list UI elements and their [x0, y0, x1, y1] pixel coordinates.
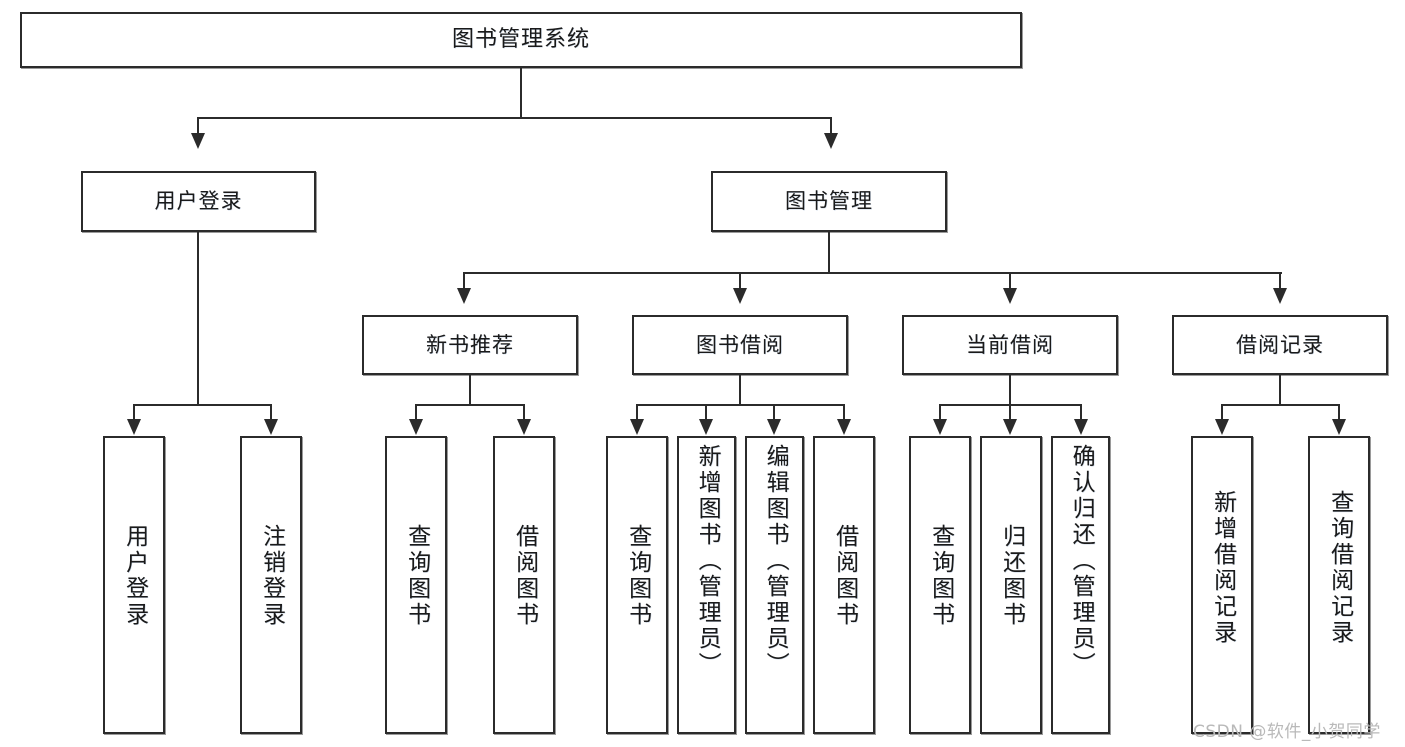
leaf-user-login[interactable]: 用户登录 [103, 436, 165, 734]
node-label: 借阅记录 [1236, 332, 1324, 357]
connector-borrow-record-bus [1222, 404, 1339, 406]
node-label: 查询图书 [403, 524, 430, 628]
node-label: 图书管理系统 [451, 27, 590, 53]
node-label: 新增图书（管理员） [694, 444, 721, 678]
connector-drop-current-borrow [1009, 272, 1011, 290]
node-label: 用户登录 [154, 189, 243, 214]
leaf-borrow-book-new-rec[interactable]: 借阅图书 [493, 436, 555, 734]
node-label: 归还图书 [998, 524, 1025, 628]
connector-drop-query-book-b [636, 404, 638, 420]
node-label: 注销登录 [258, 524, 285, 628]
arrow-to-current-borrow [1003, 288, 1017, 304]
connector-l2-drop-book-mgmt [830, 117, 832, 135]
connector-drop-borrow-record [1279, 272, 1281, 290]
leaf-query-book-borrow[interactable]: 查询图书 [606, 436, 668, 734]
arrow-to-user-login [191, 133, 205, 149]
connector-l2-bus [198, 117, 832, 119]
connector-book-mgmt-stem [828, 232, 830, 273]
node-label: 用户登录 [121, 524, 148, 628]
connector-drop-leaf-logout [270, 404, 272, 420]
node-label: 图书管理 [785, 189, 873, 214]
connector-drop-book-borrow [739, 272, 741, 290]
arrow-to-return-book [1003, 419, 1017, 435]
connector-book-borrow-stem [739, 375, 741, 405]
connector-user-login-bus [134, 404, 271, 406]
node-label: 查询图书 [927, 524, 954, 628]
node-book-borrow[interactable]: 图书借阅 [632, 315, 848, 375]
arrow-to-borrow-book-b [837, 419, 851, 435]
connector-l2-drop-user-login [197, 117, 199, 135]
leaf-add-borrow-record[interactable]: 新增借阅记录 [1191, 436, 1253, 734]
node-current-borrow[interactable]: 当前借阅 [902, 315, 1118, 375]
leaf-borrow-book-borrow[interactable]: 借阅图书 [813, 436, 875, 734]
connector-drop-leaf-user-login [133, 404, 135, 420]
arrow-to-query-record [1332, 419, 1346, 435]
node-label: 当前借阅 [966, 332, 1054, 357]
node-borrow-record[interactable]: 借阅记录 [1172, 315, 1388, 375]
arrow-to-new-book-recommendation [457, 288, 471, 304]
arrow-to-confirm-return-admin [1074, 419, 1088, 435]
node-label: 借阅图书 [511, 524, 538, 628]
arrow-to-borrow-book-a [517, 419, 531, 435]
connector-borrow-record-stem [1279, 375, 1281, 405]
connector-new-book-rec-bus [416, 404, 524, 406]
node-book-management[interactable]: 图书管理 [711, 171, 947, 232]
connector-drop-query-record [1338, 404, 1340, 420]
node-label: 查询图书 [624, 524, 651, 628]
node-user-login[interactable]: 用户登录 [81, 171, 316, 232]
arrow-to-leaf-user-login [127, 419, 141, 435]
arrow-to-book-management [824, 133, 838, 149]
arrow-to-borrow-record [1273, 288, 1287, 304]
leaf-return-book[interactable]: 归还图书 [980, 436, 1042, 734]
arrow-to-book-borrow [733, 288, 747, 304]
connector-current-borrow-stem [1009, 375, 1011, 405]
leaf-add-book-admin[interactable]: 新增图书（管理员） [677, 436, 736, 734]
leaf-confirm-return-admin[interactable]: 确认归还（管理员） [1051, 436, 1110, 734]
arrow-to-query-book-a [409, 419, 423, 435]
connector-drop-borrow-book-a [523, 404, 525, 420]
arrow-to-query-book-b [630, 419, 644, 435]
connector-drop-confirm-return-admin [1080, 404, 1082, 420]
connector-l3-bus [464, 272, 1282, 274]
arrow-to-edit-book-admin [767, 419, 781, 435]
connector-drop-new-book-rec [463, 272, 465, 290]
connector-drop-add-record [1221, 404, 1223, 420]
connector-book-borrow-bus [637, 404, 845, 406]
node-label: 新书推荐 [426, 332, 514, 357]
node-label: 编辑图书（管理员） [762, 444, 789, 678]
connector-drop-add-book-admin [705, 404, 707, 420]
node-label: 图书借阅 [696, 332, 784, 357]
connector-new-book-rec-stem [469, 375, 471, 405]
leaf-edit-book-admin[interactable]: 编辑图书（管理员） [745, 436, 804, 734]
connector-user-login-stem [197, 232, 199, 405]
node-label: 借阅图书 [831, 524, 858, 628]
leaf-query-book-new-rec[interactable]: 查询图书 [385, 436, 447, 734]
connector-current-borrow-bus [940, 404, 1082, 406]
arrow-to-add-book-admin [699, 419, 713, 435]
node-root-book-management-system[interactable]: 图书管理系统 [20, 12, 1022, 68]
connector-drop-query-book-a [415, 404, 417, 420]
leaf-logout[interactable]: 注销登录 [240, 436, 302, 734]
connector-root-stem [520, 68, 522, 118]
connector-drop-return-book [1009, 404, 1011, 420]
node-label: 新增借阅记录 [1209, 490, 1236, 646]
arrow-to-leaf-logout [264, 419, 278, 435]
arrow-to-add-record [1215, 419, 1229, 435]
connector-drop-borrow-book-b [843, 404, 845, 420]
csdn-watermark: CSDN @软件_小贺同学 [1193, 722, 1381, 742]
node-label: 查询借阅记录 [1326, 490, 1353, 646]
node-label: 确认归还（管理员） [1068, 444, 1095, 678]
node-new-book-recommendation[interactable]: 新书推荐 [362, 315, 578, 375]
connector-drop-edit-book-admin [773, 404, 775, 420]
connector-drop-query-book-c [939, 404, 941, 420]
leaf-query-book-current[interactable]: 查询图书 [909, 436, 971, 734]
arrow-to-query-book-c [933, 419, 947, 435]
leaf-query-borrow-record[interactable]: 查询借阅记录 [1308, 436, 1370, 734]
